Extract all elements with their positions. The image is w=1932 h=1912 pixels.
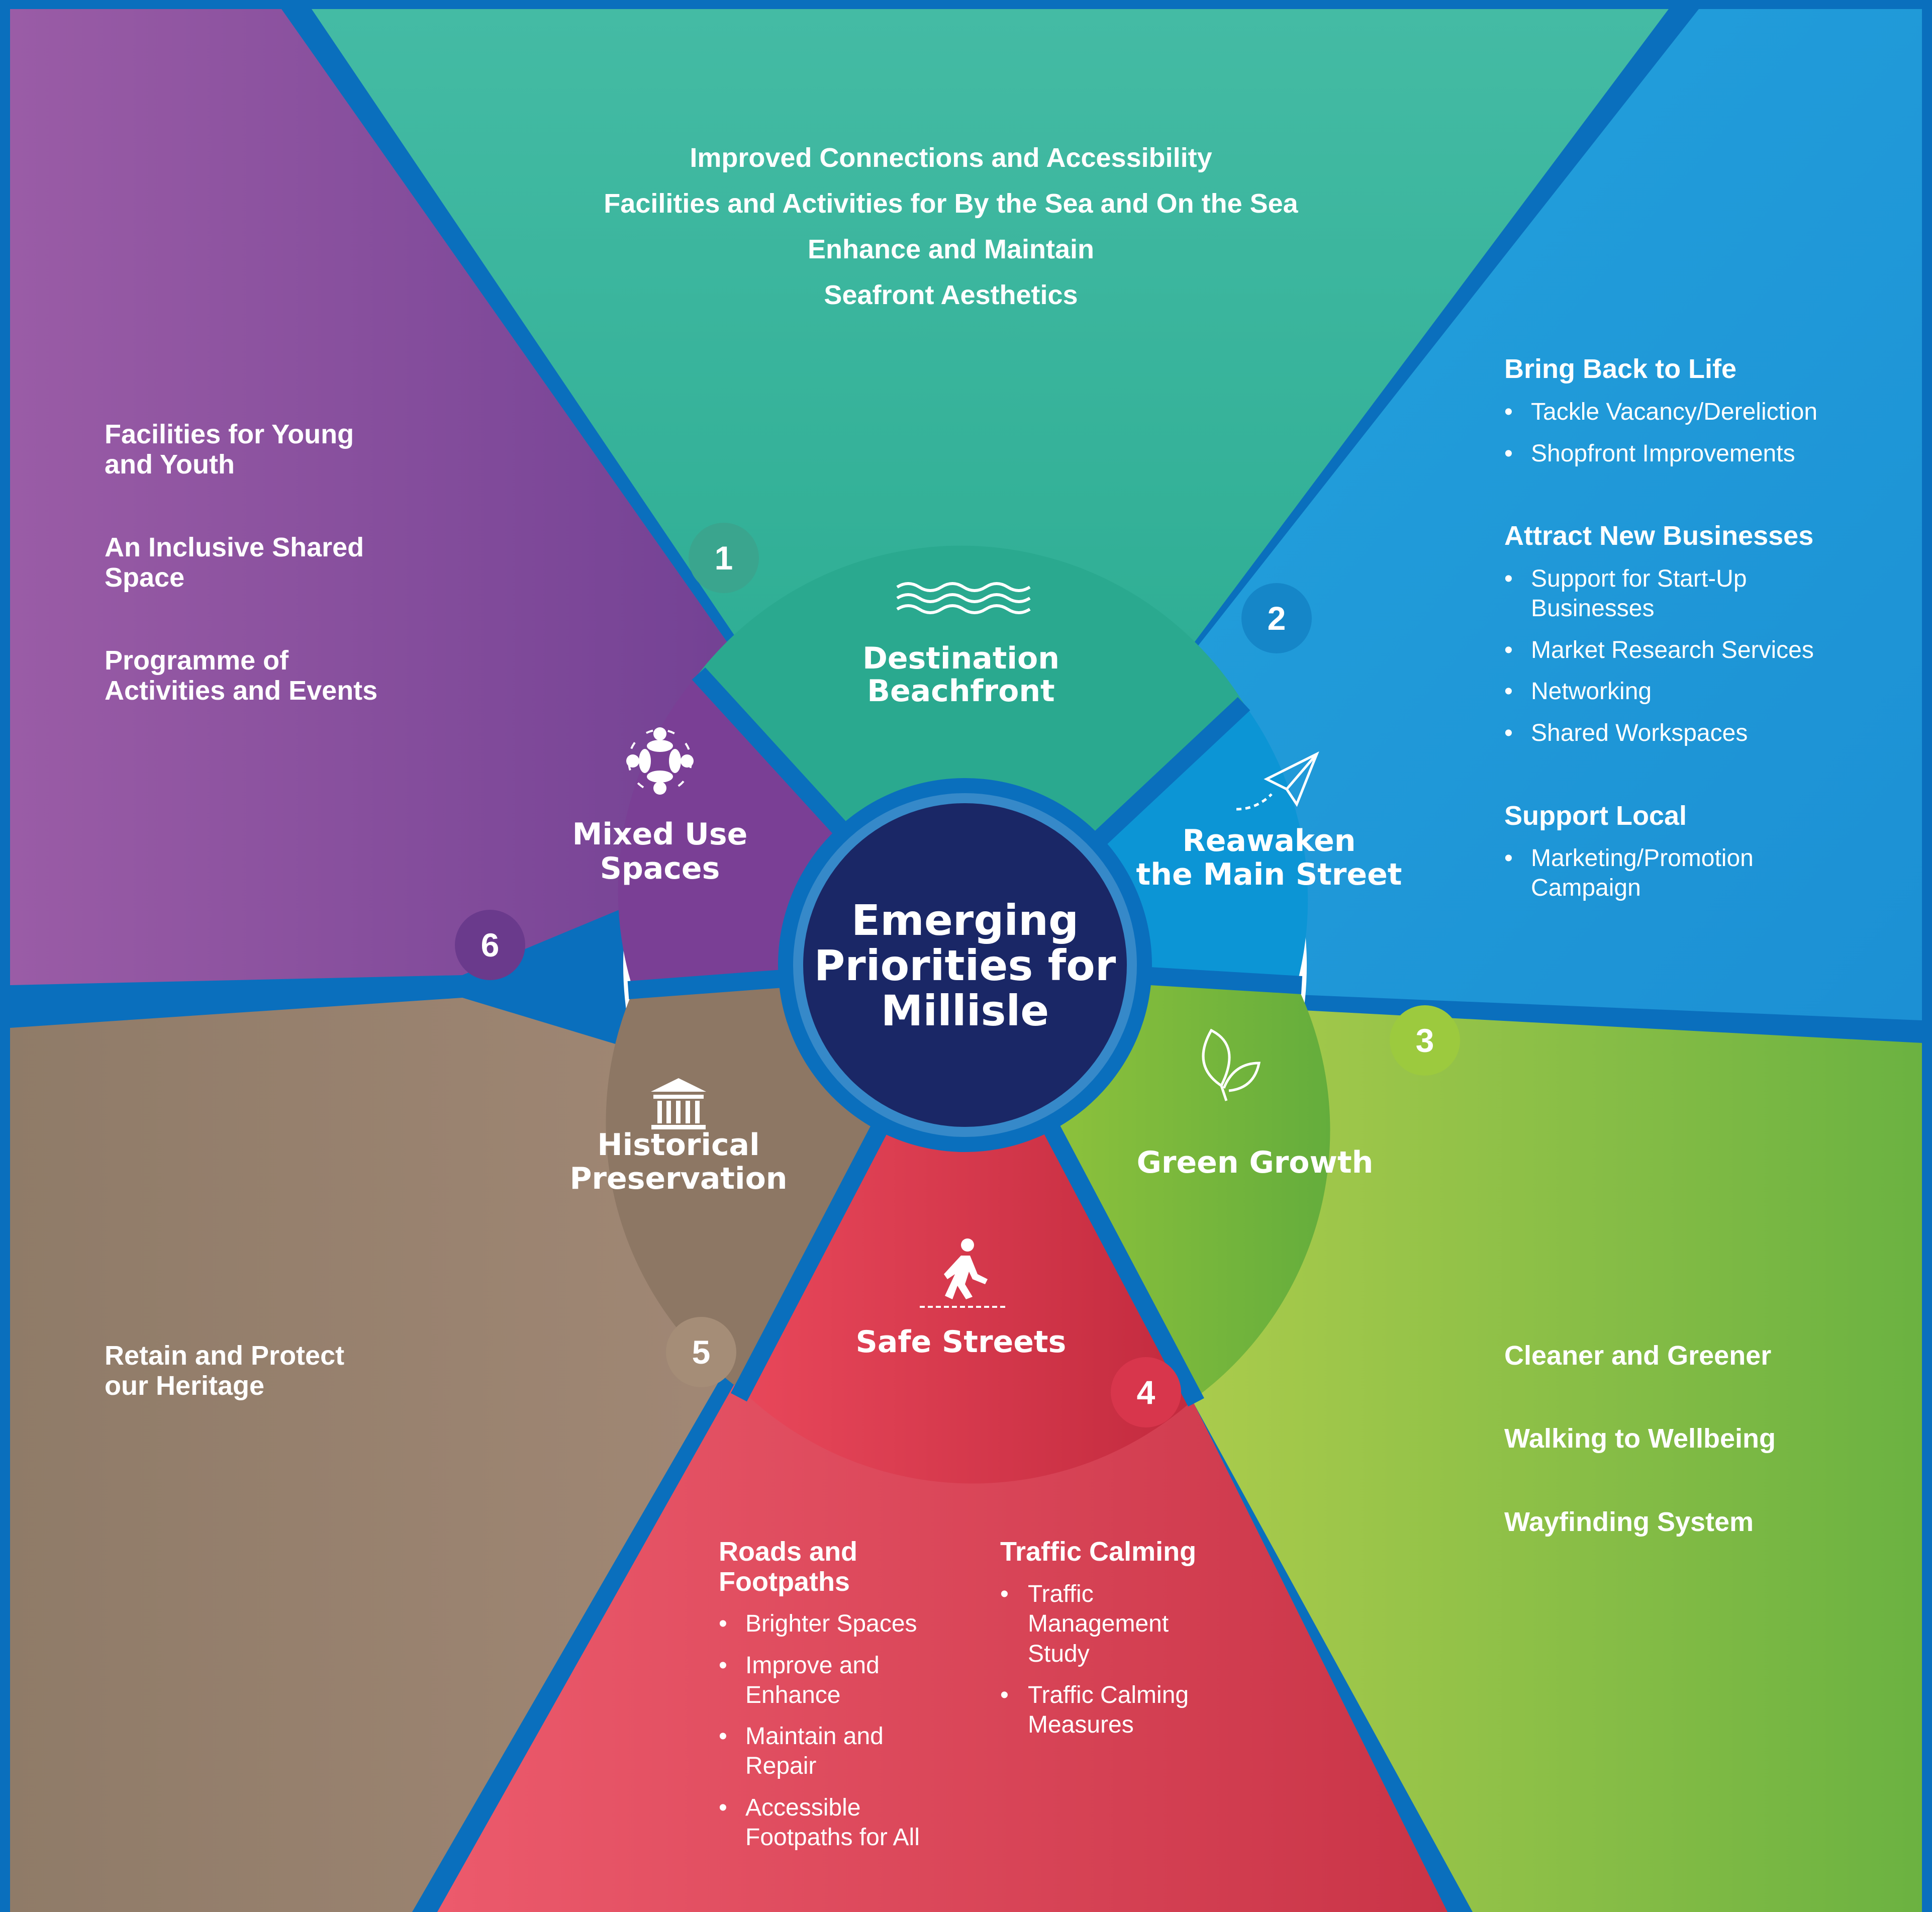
svg-text:6: 6 xyxy=(481,926,500,964)
bullet-dot: • xyxy=(1504,678,1513,705)
bottom-left-line2: our Heritage xyxy=(105,1371,264,1401)
bullet-dot: • xyxy=(1504,845,1513,872)
left-item-2-line2: Space xyxy=(105,562,184,593)
waves-icon xyxy=(896,582,1031,614)
right-bullet-3-1: Marketing/Promotion xyxy=(1531,845,1754,872)
right-bullet-1-1: Tackle Vacancy/Dereliction xyxy=(1531,399,1817,425)
bottom-right-panel-text: Cleaner and Greener Walking to Wellbeing… xyxy=(1504,1341,1776,1537)
panel-purple xyxy=(10,9,848,985)
roads-bullet-3a: Maintain and xyxy=(745,1723,884,1750)
center-circle xyxy=(803,803,1127,1127)
left-item-2-line1: An Inclusive Shared xyxy=(105,532,364,562)
panel-teal xyxy=(312,9,1669,814)
top-line-2: Facilities and Activities for By the Sea… xyxy=(604,188,1298,219)
svg-text:5: 5 xyxy=(692,1333,711,1371)
right-bullet-2-1b: Businesses xyxy=(1531,595,1654,622)
left-item-3-line2: Activities and Events xyxy=(105,676,377,706)
svg-text:2: 2 xyxy=(1268,600,1286,637)
bullet-dot: • xyxy=(1504,637,1513,663)
left-panel-text: Facilities for Young and Youth An Inclus… xyxy=(105,419,377,706)
people-circle-icon xyxy=(626,727,694,795)
traffic-bullet-2b: Measures xyxy=(1028,1711,1134,1738)
segment-title-mixed-2: Spaces xyxy=(600,851,720,886)
segment-title-green: Green Growth xyxy=(1137,1145,1374,1180)
roads-bullet-2a: Improve and xyxy=(745,1652,880,1679)
svg-text:1: 1 xyxy=(715,539,733,577)
bullet-dot: • xyxy=(719,1652,727,1679)
bullet-dot: • xyxy=(1000,1581,1009,1607)
pedestrian-icon xyxy=(920,1238,1005,1308)
segment-title-historical-1: Historical xyxy=(597,1127,759,1163)
left-item-3-line1: Programme of xyxy=(105,645,289,676)
svg-text:3: 3 xyxy=(1416,1022,1434,1059)
bullet-dot: • xyxy=(1504,399,1513,425)
top-line-1: Improved Connections and Accessibility xyxy=(690,143,1212,173)
paper-plane-icon xyxy=(1236,751,1319,811)
bullet-dot: • xyxy=(1504,440,1513,467)
segment-title-safe: Safe Streets xyxy=(856,1324,1067,1360)
right-bullet-2-4: Shared Workspaces xyxy=(1531,720,1748,746)
bottom-left-line1: Retain and Protect xyxy=(105,1341,344,1371)
left-item-1-line1: Facilities for Young xyxy=(105,419,354,449)
badge-4: 4 xyxy=(1111,1357,1181,1427)
segment-title-reawaken-1: Reawaken xyxy=(1183,823,1356,858)
roads-bullet-2b: Enhance xyxy=(745,1682,841,1708)
bottom-right-item-3: Wayfinding System xyxy=(1504,1507,1754,1537)
traffic-bullet-1b: Management xyxy=(1028,1610,1169,1637)
traffic-bullet-2a: Traffic Calming xyxy=(1028,1682,1189,1708)
badge-3: 3 xyxy=(1390,1005,1460,1076)
bullet-dot: • xyxy=(719,1794,727,1821)
leaf-icon xyxy=(1202,1028,1261,1101)
bullet-dot: • xyxy=(1504,565,1513,592)
center-title-line1: Emerging xyxy=(851,896,1079,945)
segment-title-destination-2: Beachfront xyxy=(867,674,1055,709)
svg-text:4: 4 xyxy=(1137,1374,1155,1411)
roads-bullet-3b: Repair xyxy=(745,1753,816,1779)
segment-title-mixed-1: Mixed Use xyxy=(572,817,748,852)
left-item-1-line2: and Youth xyxy=(105,449,235,480)
bullet-dot: • xyxy=(719,1723,727,1750)
segment-title-historical-2: Preservation xyxy=(569,1161,787,1196)
right-heading-3: Support Local xyxy=(1504,801,1687,831)
right-bullet-2-2: Market Research Services xyxy=(1531,637,1814,663)
bullet-dot: • xyxy=(1000,1682,1009,1708)
roads-heading-1: Roads and xyxy=(719,1537,857,1567)
top-line-4: Seafront Aesthetics xyxy=(824,280,1078,310)
center-title-line2: Priorities for xyxy=(814,941,1116,990)
traffic-bullet-1c: Study xyxy=(1028,1641,1090,1667)
panel-red xyxy=(437,1126,1447,1912)
badge-5: 5 xyxy=(666,1317,736,1387)
center-title-line3: Millisle xyxy=(881,986,1049,1035)
bottom-right-item-1: Cleaner and Greener xyxy=(1504,1341,1771,1371)
top-panel-text: Improved Connections and Accessibility F… xyxy=(604,143,1298,310)
right-heading-2: Attract New Businesses xyxy=(1504,521,1813,551)
segment-title-reawaken-2: the Main Street xyxy=(1136,857,1402,892)
bottom-left-panel-text: Retain and Protect our Heritage xyxy=(105,1341,344,1401)
badge-1: 1 xyxy=(689,523,759,593)
traffic-heading: Traffic Calming xyxy=(1000,1537,1196,1567)
top-line-3: Enhance and Maintain xyxy=(808,234,1094,264)
right-bullet-2-3: Networking xyxy=(1531,678,1652,705)
right-panel-text: Bring Back to Life • Tackle Vacancy/Dere… xyxy=(1504,354,1817,901)
segment-title-destination-1: Destination xyxy=(862,641,1059,676)
roads-heading-2: Footpaths xyxy=(719,1567,850,1597)
roads-bullet-1: Brighter Spaces xyxy=(745,1610,917,1637)
roads-bullet-4b: Footpaths for All xyxy=(745,1824,920,1851)
badge-6: 6 xyxy=(455,910,525,980)
right-bullet-3-1b: Campaign xyxy=(1531,875,1641,901)
badge-2: 2 xyxy=(1241,583,1312,653)
bullet-dot: • xyxy=(719,1610,727,1637)
bullet-dot: • xyxy=(1504,720,1513,746)
roads-bullet-4a: Accessible xyxy=(745,1794,860,1821)
right-bullet-2-1: Support for Start-Up xyxy=(1531,565,1747,592)
right-heading-1: Bring Back to Life xyxy=(1504,354,1736,384)
bottom-right-item-2: Walking to Wellbeing xyxy=(1504,1423,1776,1454)
right-bullet-1-2: Shopfront Improvements xyxy=(1531,440,1795,467)
building-columns-icon xyxy=(651,1078,706,1129)
bottom-panel-text: Roads and Footpaths • Brighter Spaces • … xyxy=(719,1537,1196,1851)
traffic-bullet-1a: Traffic xyxy=(1028,1581,1094,1607)
